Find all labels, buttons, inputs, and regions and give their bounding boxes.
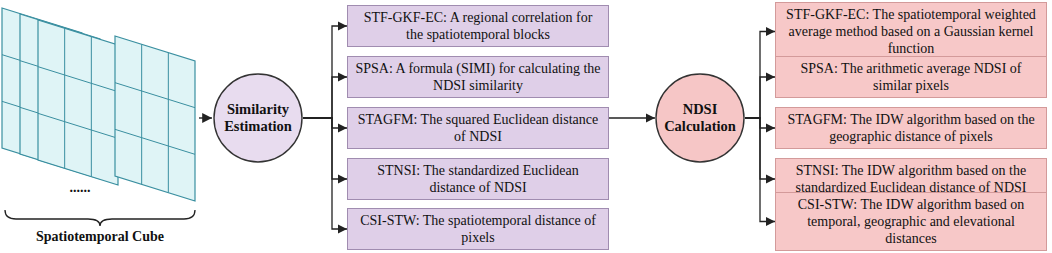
flow-connector	[303, 118, 347, 229]
circle-shape	[214, 74, 302, 162]
flow-connector	[303, 118, 347, 128]
grid-line	[91, 37, 92, 177]
flow-connector	[303, 26, 347, 118]
process-circle: Similarity Estimation	[213, 73, 303, 163]
flow-connector	[745, 77, 775, 118]
grid-line	[115, 83, 195, 108]
input-arrow	[199, 117, 212, 118]
box-text: STNSI: The standardized Euclidean distan…	[355, 162, 601, 196]
circle-shape	[656, 74, 744, 162]
flow-connector	[303, 77, 347, 118]
circle-label: NDSI Calculation	[661, 101, 739, 135]
sheet-outline	[115, 36, 195, 201]
ellipsis-mark: ......	[70, 180, 91, 196]
process-circle: NDSI Calculation	[655, 73, 745, 163]
box-text: STAGFM: The IDW algorithm based on the g…	[783, 111, 1039, 145]
grid-line	[141, 44, 142, 184]
method-box: STAGFM: The IDW algorithm based on the g…	[775, 107, 1047, 149]
method-box: STAGFM: The squared Euclidean distance o…	[347, 107, 609, 149]
cube-bracket	[5, 210, 195, 226]
cube-caption: Spatiotemporal Cube	[36, 229, 164, 245]
method-box: STF-GKF-EC: A regional correlation for t…	[347, 5, 609, 47]
method-box: CSI-STW: The spatiotemporal distance of …	[347, 208, 609, 250]
box-text: SPSA: The arithmetic average NDSI of sim…	[783, 60, 1039, 94]
method-box: CSI-STW: The IDW algorithm based on temp…	[775, 192, 1047, 251]
box-text: STNSI: The IDW algorithm based on the st…	[783, 162, 1039, 196]
sheet-outline	[38, 20, 118, 185]
spatiotemporal-cube	[2, 8, 195, 201]
flow-connector	[745, 32, 775, 119]
circle-label: Similarity Estimation	[219, 101, 297, 135]
grid-line	[38, 113, 118, 138]
flow-connector	[745, 118, 775, 222]
box-text: CSI-STW: The IDW algorithm based on temp…	[783, 196, 1039, 247]
flow-connector	[609, 117, 655, 118]
cube-sheet	[115, 36, 195, 201]
box-text: SPSA: A formula (SIMI) for calculating t…	[355, 60, 601, 94]
method-box: SPSA: The arithmetic average NDSI of sim…	[775, 56, 1047, 98]
box-text: CSI-STW: The spatiotemporal distance of …	[355, 212, 601, 246]
grid-line	[38, 67, 118, 92]
box-text: STF-GKF-EC: The spatiotemporal weighted …	[783, 6, 1039, 57]
grid-line	[64, 28, 65, 168]
method-box: STF-GKF-EC: The spatiotemporal weighted …	[775, 2, 1047, 61]
method-box: SPSA: A formula (SIMI) for calculating t…	[347, 56, 609, 98]
method-box: STNSI: The standardized Euclidean distan…	[347, 158, 609, 200]
box-text: STF-GKF-EC: A regional correlation for t…	[355, 9, 601, 43]
cube-sheet	[38, 20, 118, 185]
flow-connector	[303, 118, 347, 179]
grid-line	[168, 53, 169, 193]
box-text: STAGFM: The squared Euclidean distance o…	[355, 111, 601, 145]
grid-line	[115, 129, 195, 154]
